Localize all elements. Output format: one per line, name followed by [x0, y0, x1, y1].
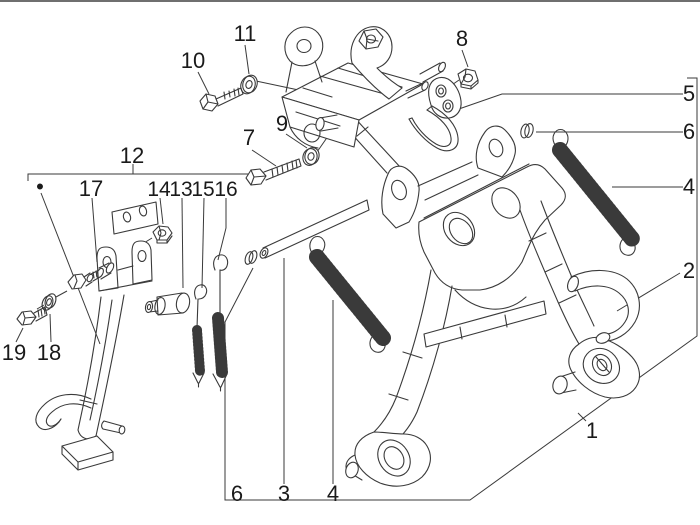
callout-9[interactable]: 9	[276, 111, 288, 136]
leader-13	[181, 197, 184, 289]
callout-4-right[interactable]: 4	[683, 174, 695, 199]
leader-9	[285, 133, 308, 149]
part-pivot-rod	[259, 199, 370, 259]
part-side-stand-leg	[35, 294, 126, 471]
callout-1[interactable]: 1	[586, 418, 598, 443]
part-spring-15	[192, 284, 208, 388]
part-bolt-19	[16, 306, 48, 326]
part-center-stand	[340, 114, 641, 487]
leader-lines	[15, 44, 683, 484]
leader-bullet	[40, 192, 101, 345]
part-spring-16	[212, 254, 229, 392]
callout-bullet[interactable]: •	[36, 174, 44, 199]
leader-17	[91, 197, 98, 263]
callout-3[interactable]: 3	[278, 481, 290, 506]
leader-15	[201, 197, 205, 289]
part-nut-8	[457, 68, 479, 90]
callout-4-bottom[interactable]: 4	[327, 481, 339, 506]
part-bolt-7	[245, 158, 302, 186]
callout-17[interactable]: 17	[79, 176, 103, 201]
leader-1	[577, 412, 587, 422]
part-side-stand-plate	[111, 201, 159, 235]
part-circlip-6-right	[520, 123, 534, 139]
part-mount-bracket	[281, 26, 462, 152]
callout-12[interactable]: 12	[120, 143, 144, 168]
part-nut-14	[152, 225, 173, 244]
part-bushing-13	[144, 292, 191, 316]
leader-18	[49, 313, 52, 343]
callout-10[interactable]: 10	[181, 48, 205, 73]
callout-6-right[interactable]: 6	[683, 119, 695, 144]
leader-5	[455, 93, 683, 111]
callout-16[interactable]: 16	[214, 178, 237, 201]
callout-15[interactable]: 15	[191, 178, 214, 201]
leader-8	[461, 49, 469, 68]
leader-10	[197, 71, 210, 95]
leader-19	[15, 327, 24, 343]
callout-labels: 10 11 8 7 9 12 • 17 14 13 15 16 19 18 6 …	[2, 21, 695, 506]
leader-16	[217, 198, 227, 261]
part-circlip-6-left	[244, 250, 258, 265]
callout-7[interactable]: 7	[243, 125, 255, 150]
leader-14	[159, 197, 164, 225]
part-stand-foot	[567, 269, 640, 344]
group-frame-main	[224, 77, 698, 501]
part-bolt-10	[199, 87, 244, 112]
part-spring-center	[309, 235, 391, 353]
part-washer-11	[240, 74, 258, 95]
leader-7	[251, 149, 277, 167]
callout-13[interactable]: 13	[169, 178, 192, 201]
callout-11[interactable]: 11	[234, 21, 257, 46]
callout-8[interactable]: 8	[456, 26, 468, 51]
leader-11	[244, 44, 250, 75]
callout-18[interactable]: 18	[37, 340, 61, 365]
top-border	[0, 0, 700, 2]
callout-6-bottom[interactable]: 6	[231, 481, 243, 506]
callout-2[interactable]: 2	[683, 258, 695, 283]
part-washer-9	[302, 147, 320, 166]
callout-5[interactable]: 5	[683, 81, 695, 106]
part-spring-right	[552, 128, 641, 256]
part-pin-17	[67, 262, 115, 290]
callout-14[interactable]: 14	[147, 178, 171, 201]
axis-line-19	[36, 290, 68, 310]
part-side-stand-bracket	[96, 240, 153, 292]
part-washer-18	[41, 293, 57, 311]
artwork	[16, 26, 641, 487]
callout-19[interactable]: 19	[2, 340, 26, 365]
